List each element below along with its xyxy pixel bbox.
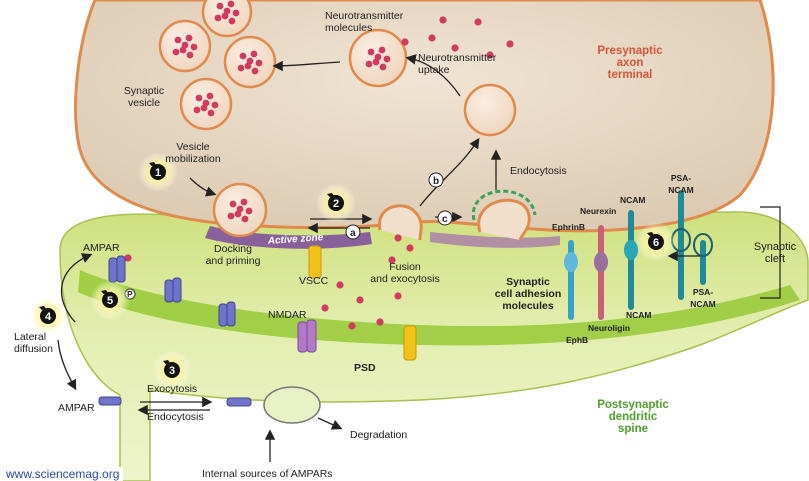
label-ampar-top: AMPAR <box>83 242 120 254</box>
label-neurexin: Neurexin <box>580 206 616 216</box>
neurotransmitter-dot <box>241 215 249 223</box>
label-ephrinb: EphrinB <box>552 222 585 232</box>
step-badge-2: 2 <box>316 181 356 223</box>
label-endocytosis-top: Endocytosis <box>510 165 567 177</box>
phospho-label: P <box>127 289 133 299</box>
neurotransmitter-dot <box>365 60 373 68</box>
endocytosis-pit <box>471 189 537 241</box>
neurotransmitter-dot <box>237 64 245 72</box>
step-badge-4: 4 <box>28 294 68 336</box>
neurotransmitter-dot <box>378 46 386 54</box>
step-badge-1: 1 <box>138 150 178 192</box>
neurotransmitter-dot <box>251 67 259 75</box>
free-molecules <box>124 16 514 330</box>
neurotransmitter-dot <box>223 7 231 15</box>
label-ephb: EphB <box>566 335 588 345</box>
step-badge-3: 3 <box>152 348 192 390</box>
label-psa-ncam-bottom: PSA-NCAM <box>690 287 716 309</box>
neurotransmitter-dot <box>174 36 182 44</box>
postsynaptic-spine <box>59 211 809 481</box>
neurotransmitter-dot <box>216 2 224 10</box>
neurotransmitter-dot <box>232 9 240 17</box>
neurotransmitter-dot <box>246 57 254 65</box>
vscc-channel <box>308 245 417 361</box>
source-credit: www.sciencemag.org <box>2 467 124 481</box>
label-exocytosis: Exocytosis <box>147 383 197 395</box>
neurotransmitter-dot <box>229 200 237 208</box>
label-endocytosis-bottom: Endocytosis <box>147 411 204 423</box>
label-psd: PSD <box>354 362 376 374</box>
internal-endosome <box>263 386 321 424</box>
neurotransmitter-dot <box>214 14 222 22</box>
step-number: 5 <box>107 295 113 307</box>
step-badges: 1 2 3 4 5 6 <box>28 150 676 390</box>
label-psa-ncam-top: PSA-NCAM <box>668 173 694 195</box>
step-number: 6 <box>653 237 659 249</box>
label-vscc: VSCC <box>299 275 329 287</box>
neurotransmitter-dot <box>374 53 382 61</box>
label-ncam-top: NCAM <box>620 195 646 205</box>
neurotransmitter-dot <box>227 212 235 220</box>
neurotransmitter-dot <box>255 59 263 67</box>
pathway-b-label: b <box>433 176 439 187</box>
pathway-a-label: a <box>350 228 356 239</box>
neurotransmitter-dot <box>245 207 253 215</box>
neurotransmitter-dots <box>172 0 391 223</box>
label-nmdar: NMDAR <box>268 309 307 321</box>
neurotransmitter-dot <box>206 92 214 100</box>
label-internal-sources: Internal sources of AMPARs <box>202 468 333 480</box>
label-ncam-bottom: NCAM <box>626 310 652 320</box>
fusion-pore <box>378 204 423 241</box>
neurotransmitter-dot <box>236 205 244 213</box>
neurotransmitter-dot <box>379 63 387 71</box>
step-number: 3 <box>169 365 175 377</box>
step-number: 1 <box>155 167 161 179</box>
neurotransmitter-dot <box>172 48 180 56</box>
neurotransmitter-dot <box>211 101 219 109</box>
neurotransmitter-dot <box>367 48 375 56</box>
neurotransmitter-dot <box>185 34 193 42</box>
neurotransmitter-dot <box>228 17 236 25</box>
adhesion-molecules <box>564 190 713 320</box>
neurotransmitter-dot <box>193 106 201 114</box>
step-number: 4 <box>45 311 52 323</box>
active-zone-label: Active zone <box>266 232 324 247</box>
step-number: 2 <box>333 198 339 210</box>
step-badge-6: 6 <box>636 220 676 262</box>
neurotransmitter-dot <box>195 94 203 102</box>
label-degradation: Degradation <box>350 429 407 441</box>
neurotransmitter-dot <box>383 55 391 63</box>
arrows <box>57 54 781 462</box>
neurotransmitter-dot <box>202 99 210 107</box>
neurotransmitter-dot <box>250 50 258 58</box>
neurotransmitter-dot <box>190 43 198 51</box>
neurotransmitter-dot <box>239 52 247 60</box>
neurotransmitter-dot <box>186 51 194 59</box>
label-neuroligin: Neuroligin <box>588 323 630 333</box>
step-badge-5: 5 <box>90 278 130 320</box>
vesicle-cluster <box>158 0 517 238</box>
pathway-c-label: c <box>442 214 448 225</box>
neurotransmitter-dot <box>240 198 248 206</box>
neurotransmitter-dot <box>181 41 189 49</box>
pathway-letters: a b c <box>345 172 453 240</box>
neurotransmitter-dot <box>207 109 215 117</box>
nmdar-receptor <box>297 319 317 353</box>
label-ampar-left: AMPAR <box>58 402 95 414</box>
neurotransmitter-dot <box>227 0 235 8</box>
